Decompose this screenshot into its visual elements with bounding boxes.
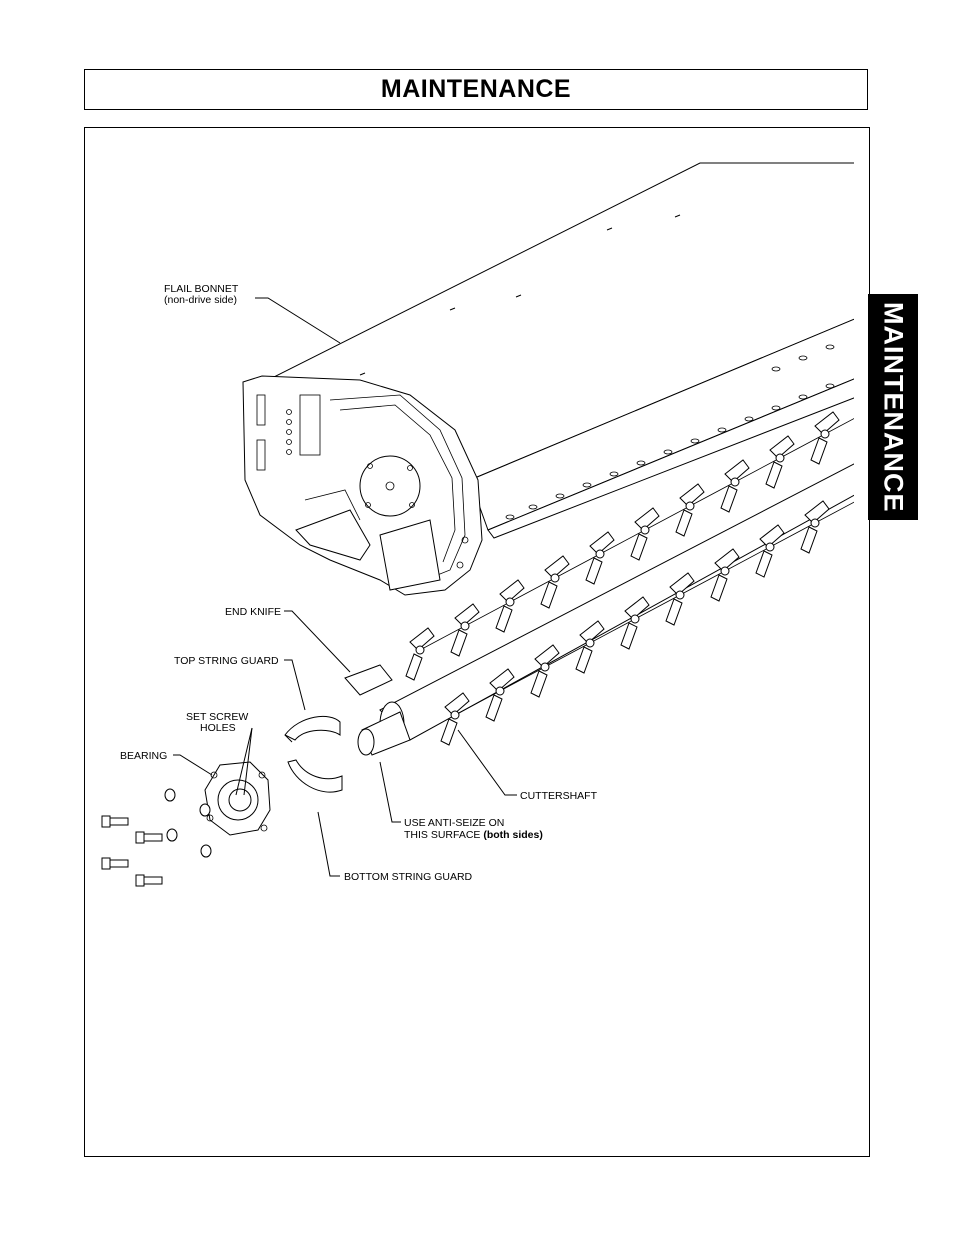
flail-knife: [530, 642, 591, 698]
bottom-string-guard: [287, 759, 343, 793]
flail-knife: [585, 529, 646, 585]
flail-knife: [405, 625, 466, 681]
label-top-string-guard: TOP STRING GUARD: [174, 655, 279, 667]
callout-labels: FLAIL BONNET (non-drive side) END KNIFE …: [120, 283, 598, 883]
label-bottom-string-guard: BOTTOM STRING GUARD: [344, 871, 473, 883]
section-tab: MAINTENANCE: [868, 294, 918, 520]
hardware: [101, 788, 212, 887]
flail-knife: [575, 618, 636, 674]
flail-knives: [344, 386, 915, 746]
label-set-screw: SET SCREW: [186, 711, 248, 723]
figure-frame: [84, 127, 870, 1157]
label-anti-seize-surface: THIS SURFACE (both sides): [404, 829, 543, 841]
label-set-screw-holes: HOLES: [200, 722, 236, 734]
flail-knife: [800, 500, 854, 554]
flail-knife: [856, 386, 915, 440]
end-knife: [344, 664, 393, 696]
leader-lines: [173, 297, 517, 877]
flange-holes: [505, 344, 835, 520]
bolt-1: [101, 815, 129, 828]
flail-knife: [710, 546, 771, 602]
bearing: [204, 761, 271, 836]
flail-knife: [495, 577, 556, 633]
flail-knife: [755, 522, 816, 578]
top-string-guard: [284, 715, 341, 743]
bolt-4: [135, 874, 163, 887]
flail-knife: [675, 481, 736, 537]
label-cuttershaft: CUTTERSHAFT: [520, 790, 598, 802]
flail-knife: [620, 594, 681, 650]
bolt-2: [135, 831, 163, 844]
flail-knife: [630, 505, 691, 561]
label-anti-seize: USE ANTI-SEIZE ON: [404, 817, 504, 829]
flail-knife: [440, 690, 501, 746]
label-flail-bonnet: FLAIL BONNET: [164, 283, 239, 295]
page-header: MAINTENANCE: [84, 69, 868, 110]
bolt-3: [101, 857, 129, 870]
label-flail-bonnet-sub: (non-drive side): [164, 294, 237, 306]
label-end-knife: END KNIFE: [225, 606, 281, 618]
flail-knife: [765, 433, 826, 489]
flail-knife: [485, 666, 546, 722]
bonnet-holes: [359, 214, 681, 376]
flail-knife: [810, 411, 854, 465]
label-bearing: BEARING: [120, 750, 167, 762]
flail-knife: [540, 553, 601, 609]
section-tab-label: MAINTENANCE: [878, 301, 909, 513]
flail-bonnet: [242, 162, 854, 596]
cuttershaft: [357, 463, 854, 756]
page-title: MAINTENANCE: [380, 75, 572, 103]
flail-knife: [450, 601, 511, 657]
flail-knife: [720, 457, 781, 513]
flail-knife: [665, 570, 726, 626]
